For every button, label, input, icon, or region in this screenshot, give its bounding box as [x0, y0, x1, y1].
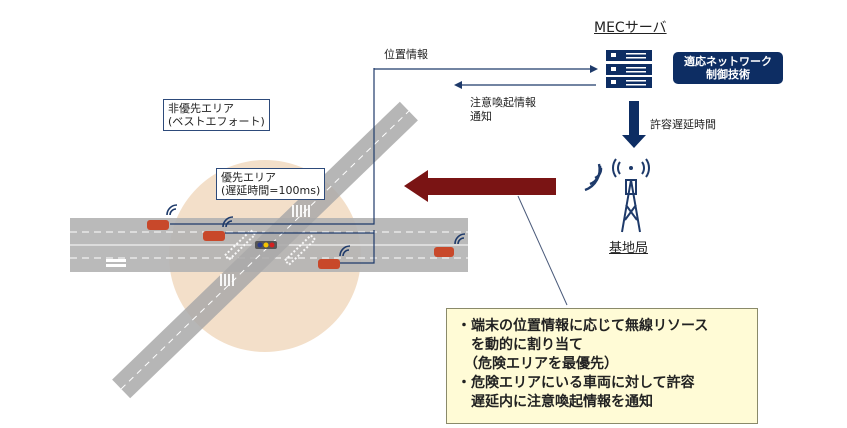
callout-line [517, 195, 568, 306]
label-line: 非優先エリア [168, 102, 234, 115]
car-icon [203, 231, 225, 241]
label-line: (遅延時間=100ms) [221, 184, 321, 197]
arrowhead-icon [454, 81, 462, 89]
non-priority-area-label: 非優先エリア (ベストエフォート) [163, 99, 270, 131]
badge-line: 制御技術 [706, 68, 750, 81]
server-icon [606, 50, 652, 88]
downlink-arrow-icon [404, 170, 556, 202]
car-icon [318, 259, 340, 269]
mec-server-title: MECサーバ [594, 20, 667, 36]
adaptive-network-control-badge: 適応ネットワーク 制御技術 [673, 52, 783, 84]
road-marking [106, 259, 126, 262]
note-line: ・端末の位置情報に応じて無線リソース [457, 318, 709, 334]
label-line: (ベストエフォート) [168, 115, 265, 128]
car-icon [434, 247, 454, 257]
position-info-label: 位置情報 [384, 48, 428, 61]
cars [147, 220, 454, 269]
down-arrow-icon [622, 101, 646, 148]
arrowhead-icon [590, 65, 598, 73]
car-icon [147, 220, 169, 230]
diagonal-road [112, 101, 418, 399]
connection-lines [170, 68, 596, 264]
wireless-signal-icons [166, 204, 466, 257]
road-marking [106, 264, 126, 267]
alert-line: 注意喚起情報 [470, 96, 536, 109]
base-station-tower-icon [584, 158, 650, 233]
alert-info-label: 注意喚起情報 通知 [470, 96, 536, 124]
note-line: ・危険エリアにいる車両に対して許容 [457, 375, 695, 391]
note-line: 遅延内に注意喚起情報を通知 [457, 394, 653, 410]
base-station-title: 基地局 [609, 241, 649, 256]
note-line: （危険エリアを最優先） [457, 356, 618, 372]
badge-line: 適応ネットワーク [684, 55, 772, 68]
allowed-delay-label: 許容遅延時間 [650, 118, 716, 131]
label-line: 優先エリア [221, 171, 276, 184]
alert-line: 通知 [470, 110, 492, 123]
summary-note: ・端末の位置情報に応じて無線リソース を動的に割り当て （危険エリアを最優先） … [446, 308, 758, 424]
priority-area-label: 優先エリア (遅延時間=100ms) [216, 168, 326, 200]
note-line: を動的に割り当て [457, 337, 583, 353]
